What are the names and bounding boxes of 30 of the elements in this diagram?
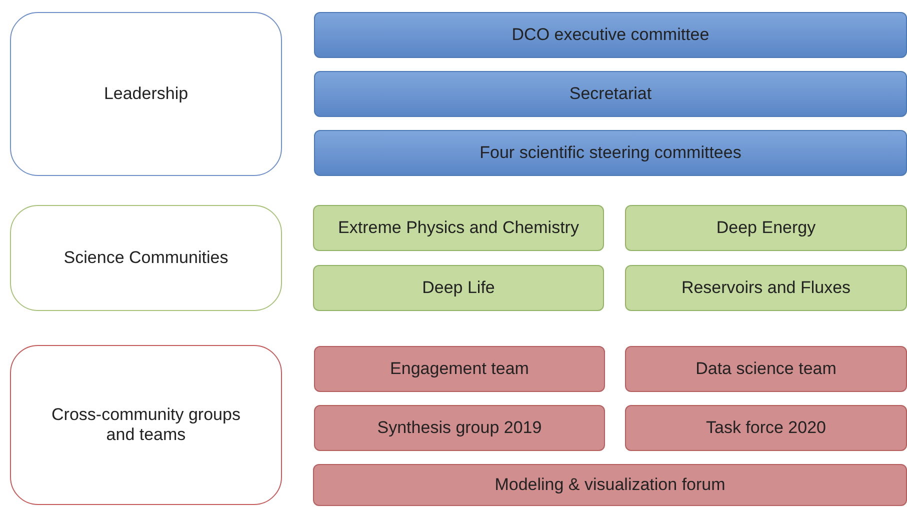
team-box bbox=[313, 464, 907, 506]
team-box bbox=[625, 346, 907, 392]
node-label: Deep Energy bbox=[716, 218, 816, 238]
community-box bbox=[625, 205, 907, 251]
committee-bar bbox=[314, 71, 907, 117]
node-label: Four scientific steering committees bbox=[480, 143, 742, 163]
team-box bbox=[625, 405, 907, 451]
node-label: Data science team bbox=[696, 359, 836, 379]
community-box bbox=[625, 265, 907, 311]
node-label: Synthesis group 2019 bbox=[377, 418, 542, 438]
group-box bbox=[10, 345, 282, 505]
node-label: Reservoirs and Fluxes bbox=[681, 278, 851, 298]
node-label: DCO executive committee bbox=[512, 25, 710, 45]
node-label: Extreme Physics and Chemistry bbox=[338, 218, 579, 238]
group-box bbox=[10, 12, 282, 176]
node-label: Secretariat bbox=[569, 84, 652, 104]
team-box bbox=[314, 346, 605, 392]
committee-bar bbox=[314, 130, 907, 176]
committee-bar bbox=[314, 12, 907, 58]
node-label: Cross-community groups and teams bbox=[51, 405, 241, 445]
group-box bbox=[10, 205, 282, 311]
node-label: Engagement team bbox=[390, 359, 529, 379]
team-box bbox=[314, 405, 605, 451]
node-label: Task force 2020 bbox=[706, 418, 826, 438]
node-label: Leadership bbox=[104, 84, 188, 104]
community-box bbox=[313, 205, 604, 251]
community-box bbox=[313, 265, 604, 311]
node-label: Deep Life bbox=[422, 278, 495, 298]
node-label: Modeling & visualization forum bbox=[494, 475, 726, 495]
node-label: Science Communities bbox=[64, 248, 228, 268]
